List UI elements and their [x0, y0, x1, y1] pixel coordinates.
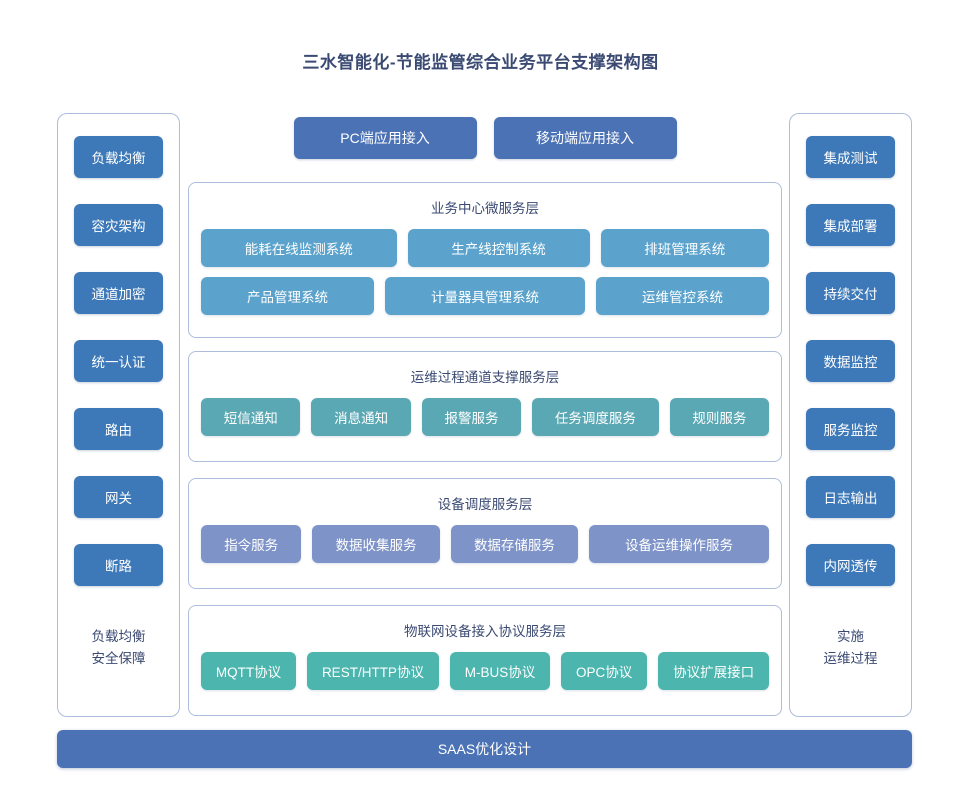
right-column-caption-line1: 实施 — [837, 629, 864, 644]
protocol-rest-http[interactable]: REST/HTTP协议 — [307, 652, 439, 690]
sidebar-item-service-monitoring[interactable]: 服务监控 — [806, 408, 895, 450]
service-production-line-control[interactable]: 生产线控制系统 — [407, 229, 590, 267]
center-stack: PC端应用接入 移动端应用接入 业务中心微服务层 能耗在线监测系统 生产线控制系… — [188, 113, 782, 717]
right-column-caption-line2: 运维过程 — [823, 651, 878, 666]
service-sms-notification[interactable]: 短信通知 — [201, 398, 301, 436]
left-column-caption-line1: 负载均衡 — [91, 629, 146, 644]
protocol-extension-interface[interactable]: 协议扩展接口 — [658, 652, 770, 690]
mobile-application-access-button[interactable]: 移动端应用接入 — [493, 117, 677, 159]
protocol-mqtt[interactable]: MQTT协议 — [201, 652, 297, 690]
ops-layer-row-1: 短信通知 消息通知 报警服务 任务调度服务 规则服务 — [201, 398, 770, 436]
sidebar-item-integration-deploy[interactable]: 集成部署 — [806, 204, 895, 246]
service-device-ops-operation[interactable]: 设备运维操作服务 — [589, 525, 769, 563]
iot-protocol-layer: 物联网设备接入协议服务层 MQTT协议 REST/HTTP协议 M-BUS协议 … — [188, 605, 782, 716]
saas-optimization-bar[interactable]: SAAS优化设计 — [57, 730, 912, 768]
service-task-scheduling[interactable]: 任务调度服务 — [532, 398, 659, 436]
left-capability-column: 负载均衡 容灾架构 通道加密 统一认证 路由 网关 断路 负载均衡 安全保障 — [57, 113, 180, 717]
service-data-storage[interactable]: 数据存储服务 — [450, 525, 579, 563]
service-energy-monitoring[interactable]: 能耗在线监测系统 — [201, 229, 397, 267]
sidebar-item-gateway[interactable]: 网关 — [74, 476, 163, 518]
service-data-collection[interactable]: 数据收集服务 — [312, 525, 440, 563]
business-layer-row-2: 产品管理系统 计量器具管理系统 运维管控系统 — [201, 277, 769, 315]
sidebar-item-continuous-delivery[interactable]: 持续交付 — [806, 272, 895, 314]
protocol-mbus[interactable]: M-BUS协议 — [449, 652, 551, 690]
right-column-caption: 实施 运维过程 — [824, 626, 878, 670]
sidebar-item-channel-encryption[interactable]: 通道加密 — [74, 272, 163, 314]
application-access-row: PC端应用接入 移动端应用接入 — [188, 117, 782, 159]
sidebar-item-circuit-breaker[interactable]: 断路 — [74, 544, 163, 586]
sidebar-item-data-monitoring[interactable]: 数据监控 — [806, 340, 895, 382]
sidebar-item-unified-auth[interactable]: 统一认证 — [74, 340, 163, 382]
page-title: 三水智能化-节能监管综合业务平台支撑架构图 — [302, 53, 659, 72]
ops-layer-title: 运维过程通道支撑服务层 — [410, 370, 560, 385]
right-capability-column: 集成测试 集成部署 持续交付 数据监控 服务监控 日志输出 内网透传 实施 运维… — [789, 113, 912, 717]
iot-layer-row-1: MQTT协议 REST/HTTP协议 M-BUS协议 OPC协议 协议扩展接口 — [201, 652, 770, 690]
device-scheduling-layer: 设备调度服务层 指令服务 数据收集服务 数据存储服务 设备运维操作服务 — [188, 478, 782, 589]
ops-channel-support-layer: 运维过程通道支撑服务层 短信通知 消息通知 报警服务 任务调度服务 规则服务 — [188, 351, 782, 462]
business-layer-title: 业务中心微服务层 — [431, 201, 539, 216]
sidebar-item-integration-test[interactable]: 集成测试 — [806, 136, 895, 178]
service-ops-control[interactable]: 运维管控系统 — [596, 277, 769, 315]
service-product-management[interactable]: 产品管理系统 — [201, 277, 374, 315]
device-layer-row-1: 指令服务 数据收集服务 数据存储服务 设备运维操作服务 — [201, 525, 769, 563]
sidebar-item-disaster-recovery[interactable]: 容灾架构 — [74, 204, 163, 246]
service-rules[interactable]: 规则服务 — [669, 398, 770, 436]
service-message-notification[interactable]: 消息通知 — [311, 398, 411, 436]
service-shift-management[interactable]: 排班管理系统 — [600, 229, 769, 267]
business-layer-row-1: 能耗在线监测系统 生产线控制系统 排班管理系统 — [201, 229, 769, 267]
service-command[interactable]: 指令服务 — [201, 525, 302, 563]
device-layer-title: 设备调度服务层 — [437, 497, 533, 512]
pc-application-access-button[interactable]: PC端应用接入 — [293, 117, 477, 159]
business-microservice-layer: 业务中心微服务层 能耗在线监测系统 生产线控制系统 排班管理系统 产品管理系统 … — [188, 182, 782, 338]
service-metering-device-management[interactable]: 计量器具管理系统 — [385, 277, 585, 315]
left-column-caption: 负载均衡 安全保障 — [92, 626, 146, 670]
sidebar-item-load-balancing[interactable]: 负载均衡 — [74, 136, 163, 178]
protocol-opc[interactable]: OPC协议 — [561, 652, 648, 690]
left-column-caption-line2: 安全保障 — [91, 651, 146, 666]
sidebar-item-routing[interactable]: 路由 — [74, 408, 163, 450]
sidebar-item-log-output[interactable]: 日志输出 — [806, 476, 895, 518]
service-alarm[interactable]: 报警服务 — [421, 398, 522, 436]
sidebar-item-intranet-tunneling[interactable]: 内网透传 — [806, 544, 895, 586]
iot-layer-title: 物联网设备接入协议服务层 — [404, 624, 566, 639]
